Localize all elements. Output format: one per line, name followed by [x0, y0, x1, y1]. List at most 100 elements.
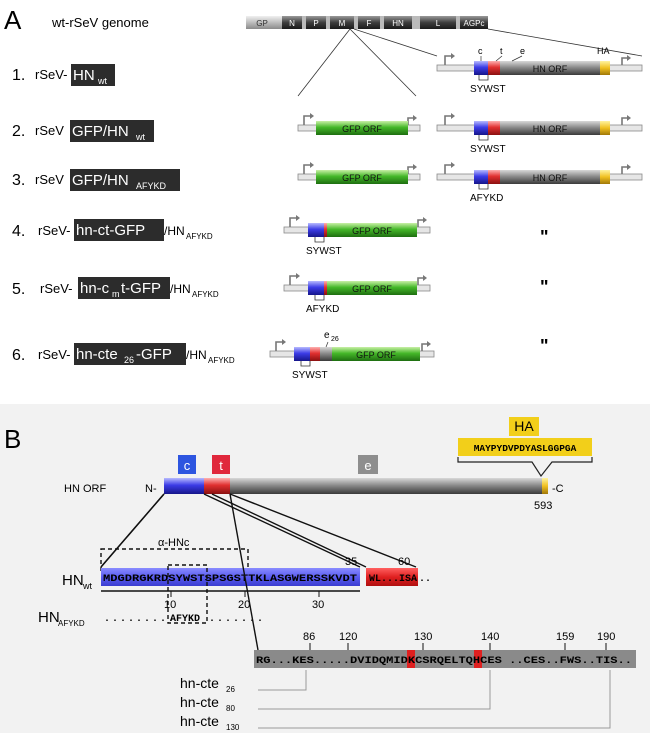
- gfp-cassette-3-orf-label: GFP ORF: [352, 226, 392, 236]
- panel-a-letter: A: [4, 5, 22, 35]
- hn-cassette-1-e-tick: [511, 55, 523, 62]
- genome-connectors: [297, 28, 643, 97]
- hn-cassette-3-hn-orf: [500, 170, 600, 184]
- construct-4-prefix: rSeV-: [38, 223, 71, 238]
- mut-dots-right: .......: [209, 614, 265, 625]
- construct-3-box: GFP/HN: [72, 172, 129, 189]
- gfp-cassette-2-promoter-arrow: [310, 162, 314, 168]
- hn-cassette-1-ha-letter: HA: [597, 46, 610, 56]
- gfp-cassette-5-promoter-arrow: [282, 339, 286, 345]
- c-domain-sequence-bar: [101, 568, 360, 586]
- genome-seg-n: N: [289, 19, 295, 28]
- mut-dots-left: .........: [104, 614, 176, 625]
- tick-20: 20: [238, 599, 250, 611]
- hn-wt-sub: wt: [82, 581, 92, 591]
- construct-6-box-sub: 26: [124, 355, 134, 365]
- construct-2-box: GFP/HN: [72, 123, 129, 140]
- construct-1-number: 1.: [12, 67, 25, 84]
- gfp-cassette-1-promoter-arrow: [310, 113, 314, 119]
- genome-seg-f: F: [367, 19, 372, 28]
- gfp-cassette-2-orf-label: GFP ORF: [342, 173, 382, 183]
- construct-5-prefix: rSeV-: [40, 281, 73, 296]
- hn-cassette-1-c-region: [474, 61, 488, 75]
- e-position-86: 86: [303, 631, 315, 643]
- gfp-cassette-3-gfp-orf: [327, 223, 417, 237]
- hn-cassette-2-terminator: [621, 117, 628, 125]
- construct-3-prefix: rSeV: [35, 172, 64, 187]
- cysteine-marker-2: [474, 650, 482, 668]
- hn-cassette-1-hn-orf: [500, 61, 600, 75]
- ha-box: [509, 417, 539, 436]
- hn-cassette-3-terminator-arrow: [627, 164, 631, 170]
- construct-1-box-sub: wt: [97, 76, 107, 86]
- n-terminus: N-: [145, 483, 157, 495]
- domain-t-box: [212, 455, 230, 474]
- ha-sequence-box: [458, 438, 592, 456]
- hn-wt-label: HN: [62, 572, 84, 589]
- construct-6-box: hn-cte: [76, 346, 118, 363]
- hn-cassette-3: HN ORF AFYKD: [436, 162, 643, 204]
- construct-5-number: 5.: [12, 281, 25, 298]
- construct-1-box: HN: [73, 67, 95, 84]
- construct-6-box-post: -GFP: [136, 346, 172, 363]
- hn-orf-label: HN ORF: [64, 483, 106, 495]
- domain-e-box: [358, 455, 378, 474]
- ha-box-label: HA: [514, 418, 534, 434]
- hn-cassette-2-motif-bracket: [478, 135, 489, 141]
- gfp-cassette-2-terminator-arrow: [413, 164, 417, 170]
- gfp-cassette-3-c-region: [308, 223, 324, 237]
- hn-cassette-1-t-letter: t: [500, 46, 503, 56]
- hn-cassette-2-ha-tag: [600, 121, 610, 135]
- cte80-sub: 80: [226, 704, 235, 713]
- hn-cassette-1-ha-tag: [600, 61, 610, 75]
- tick-10: 10: [164, 599, 176, 611]
- antibody-label: α-HNc: [158, 537, 190, 549]
- construct-6-number: 6.: [12, 347, 25, 364]
- construct-2-number: 2.: [12, 123, 25, 140]
- hn-cassette-1-motif-bracket: [478, 75, 489, 81]
- gfp-cassette-1-terminator-arrow: [413, 115, 417, 121]
- hn-cassette-2-promoter-arrow: [451, 113, 455, 119]
- cte-truncations: hn-cte 26 hn-cte 80 hn-cte 130: [180, 670, 611, 732]
- hn-mut-label: HN: [38, 609, 60, 626]
- position-35: 35: [345, 556, 357, 568]
- gfp-cassette-2-promoter: [303, 164, 311, 174]
- construct-labels: 1. rSeV- HN wt 2. rSeV GFP/HN wt 3. rSeV…: [12, 64, 235, 365]
- hn-cassette-3-motif-label: AFYKD: [470, 193, 503, 204]
- hn-cassette-3-ha-tag: [600, 170, 610, 184]
- gfp-cassette-3-promoter-arrow: [296, 215, 300, 221]
- hn-cassette-3-orf-label: HN ORF: [533, 173, 568, 183]
- e-position-140: 140: [481, 631, 499, 643]
- e-position-190: 190: [597, 631, 615, 643]
- hn-cassette-1-terminator: [621, 57, 628, 65]
- hn-mut-sub: AFYKD: [58, 619, 85, 628]
- construct-3-box-sub: AFYKD: [136, 181, 167, 191]
- construct-4-box: hn-ct-GFP: [76, 222, 145, 239]
- construct-5-suffix-sub: AFYKD: [192, 290, 219, 299]
- genome-seg-p: P: [313, 19, 318, 28]
- construct-5-box-sub: m: [112, 289, 120, 299]
- gfp-cassette-5-e26-label: e: [324, 330, 330, 341]
- gfp-cassette-1-promoter: [303, 115, 311, 125]
- hn-cassette-1-e-letter: e: [520, 46, 525, 56]
- construct-2-box-sub: wt: [135, 132, 145, 142]
- hn-cassette-2-orf-label: HN ORF: [533, 124, 568, 134]
- construct-5-suffix: /HN: [170, 282, 191, 296]
- cte26-sub: 26: [226, 685, 235, 694]
- gfp-cassette-4-promoter: [289, 275, 297, 285]
- gfp-cassette-5-gfp-orf: [332, 347, 420, 361]
- position-60: 60: [398, 556, 410, 568]
- gfp-cassette-5-e26-sub: 26: [331, 336, 339, 343]
- hn-cassette-2-t-region: [488, 121, 500, 135]
- hn-cassette-2-c-region: [474, 121, 488, 135]
- ha-sequence: MAYPYDVPDYASLGGPGA: [474, 443, 577, 454]
- gfp-cassette-4-orf-label: GFP ORF: [352, 284, 392, 294]
- e-zoom-lines: [229, 493, 259, 651]
- construct-1-prefix: rSeV-: [35, 67, 68, 82]
- e-position-159: 159: [556, 631, 574, 643]
